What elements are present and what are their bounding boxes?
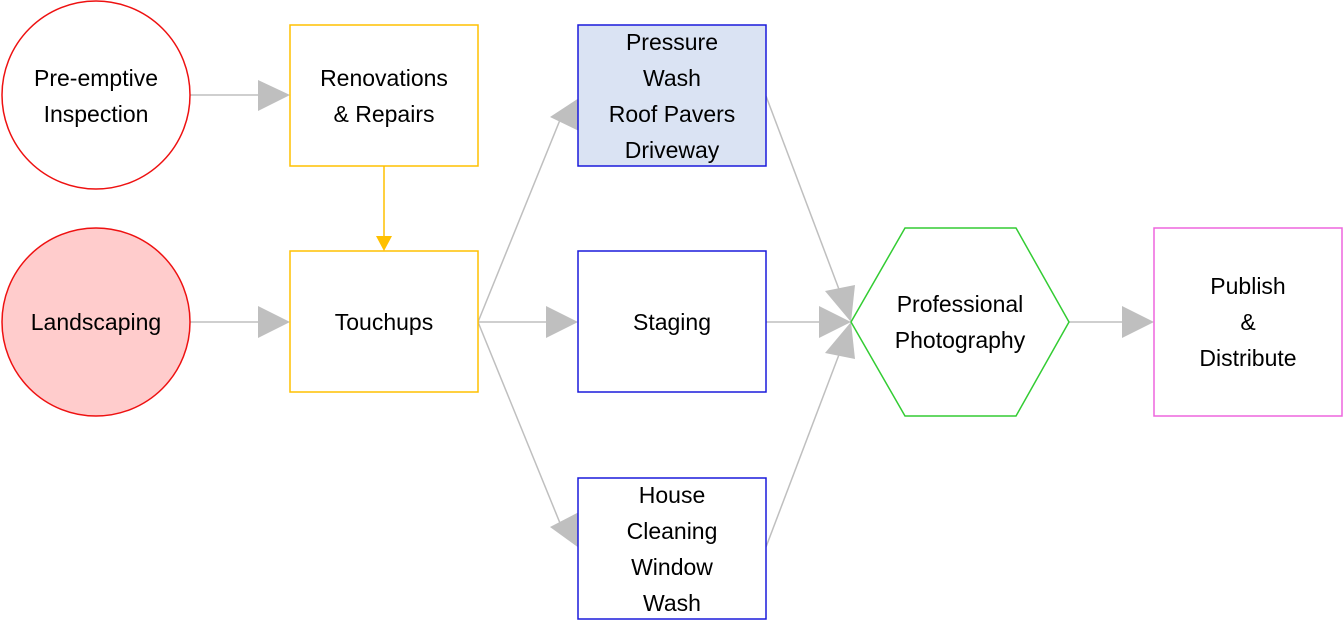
arrowhead-icon	[825, 322, 855, 359]
node-label: Pre-emptive	[34, 65, 158, 91]
arrowhead-icon	[258, 306, 290, 338]
node-label: Window	[631, 554, 713, 580]
node-renovations-repairs[interactable]: Renovations & Repairs	[289, 24, 479, 167]
node-touchups[interactable]: Touchups	[289, 250, 479, 393]
node-label: & Repairs	[334, 101, 435, 127]
rect-shape	[577, 477, 767, 620]
node-pressure-wash[interactable]: Pressure Wash Roof Pavers Driveway	[577, 24, 767, 167]
arrowhead-icon	[376, 236, 392, 251]
arrowhead-icon	[546, 306, 578, 338]
node-label: Wash	[643, 65, 701, 91]
node-label: Pressure	[626, 29, 718, 55]
node-label: Landscaping	[31, 309, 161, 335]
node-label: Publish	[1210, 273, 1285, 299]
connectors	[190, 80, 1154, 548]
node-staging[interactable]: Staging	[577, 250, 767, 393]
rect-shape	[289, 24, 479, 167]
node-label: &	[1240, 309, 1255, 335]
arrowhead-icon	[258, 80, 290, 111]
node-label: Photography	[895, 327, 1026, 353]
node-publish-distribute[interactable]: Publish & Distribute	[1153, 227, 1343, 417]
arrowhead-icon	[550, 98, 579, 131]
node-professional-photography[interactable]: Professional Photography	[850, 227, 1070, 417]
edge-touchups-pressure	[477, 114, 563, 323]
arrowhead-icon	[825, 285, 855, 322]
arrowhead-icon	[1122, 306, 1154, 338]
rect-shape	[577, 250, 767, 393]
node-label: Distribute	[1199, 345, 1296, 371]
arrowhead-icon	[550, 512, 579, 548]
arrowhead-icon	[819, 306, 851, 338]
node-house-cleaning[interactable]: House Cleaning Window Wash	[577, 477, 767, 620]
node-label: Driveway	[625, 137, 720, 163]
node-label: Wash	[643, 590, 701, 616]
rect-shape	[577, 24, 767, 167]
node-preemptive-inspection[interactable]: Pre-emptive Inspection	[1, 0, 191, 190]
node-label: Inspection	[44, 101, 149, 127]
node-label: Touchups	[335, 309, 433, 335]
node-label: Staging	[633, 309, 711, 335]
edge-pressure-photography	[765, 95, 841, 293]
rect-shape	[289, 250, 479, 393]
node-label: Professional	[897, 291, 1024, 317]
circle-shape	[1, 227, 191, 417]
node-label: Roof Pavers	[609, 101, 736, 127]
edge-cleaning-photography	[765, 351, 841, 548]
node-label: Renovations	[320, 65, 448, 91]
hexagon-shape	[850, 227, 1070, 417]
rect-shape	[1153, 227, 1343, 417]
edge-touchups-cleaning	[477, 321, 563, 529]
circle-shape	[1, 0, 191, 190]
node-landscaping[interactable]: Landscaping	[1, 227, 191, 417]
node-label: Cleaning	[627, 518, 718, 544]
node-label: House	[639, 482, 705, 508]
